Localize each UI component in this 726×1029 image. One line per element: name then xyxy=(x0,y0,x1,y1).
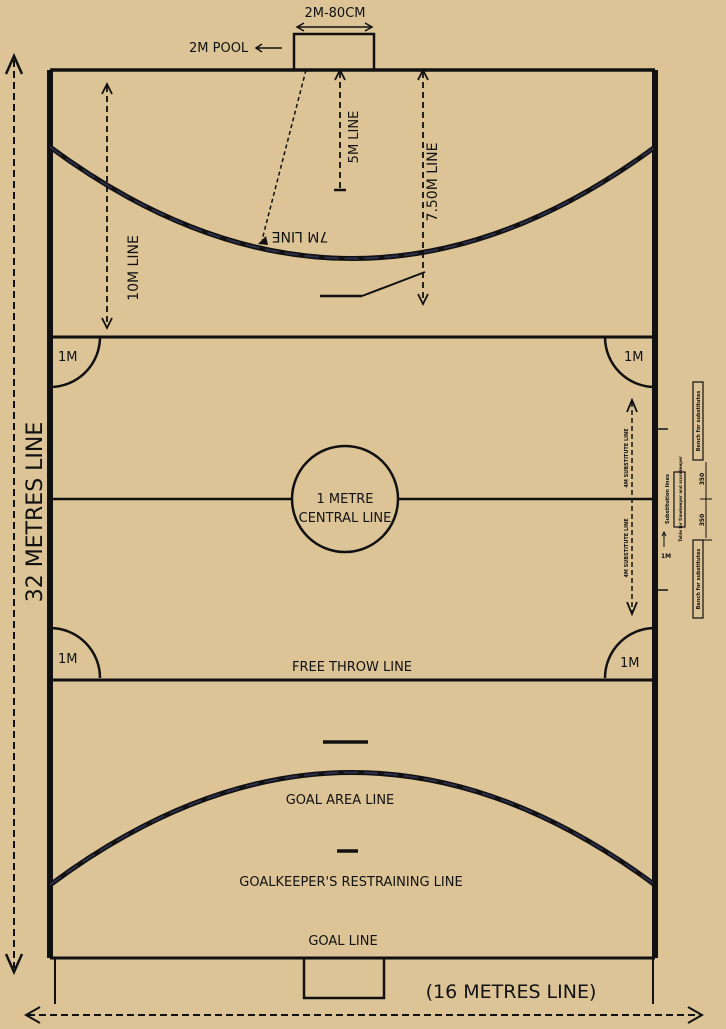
label-2m-pool: 2M POOL xyxy=(189,41,249,56)
label-goal-area-line: GOAL AREA LINE xyxy=(286,793,395,808)
label-officials-table: Table for timekeeper and scorekeeper xyxy=(678,456,683,542)
label-5m-line: 5M LINE xyxy=(347,111,362,164)
bench-top xyxy=(692,381,704,461)
pointer-line-7m xyxy=(261,69,307,241)
label-substitution-lines: Substitution lines xyxy=(665,474,671,524)
label-4m-substitute-upper: 4M SUBSTITUTE LINE xyxy=(624,428,630,488)
pointer-arrowhead-7m xyxy=(258,236,268,245)
dimension-1m-sub xyxy=(661,530,667,547)
corner-arc-top-left xyxy=(49,336,102,389)
label-32-metres-line: 32 METRES LINE xyxy=(23,422,48,603)
lower-goal-area-arc-accent xyxy=(49,771,656,886)
label-bench-top: Bench for substitutes xyxy=(696,391,702,452)
substitution-area: 4M SUBSTITUTE LINE 4M SUBSTITUTE LINE Su… xyxy=(624,381,712,619)
corner-label-top-right: 1M xyxy=(624,350,644,365)
label-2m-80cm: 2M-80CM xyxy=(304,6,365,21)
center-label-line2: CENTRAL LINE xyxy=(299,511,392,526)
dimension-16m xyxy=(23,1006,705,1024)
label-350-bottom: 350 xyxy=(699,514,706,527)
pointer-line-mark xyxy=(361,271,426,297)
label-10m-line: 10M LINE xyxy=(126,235,142,301)
dimension-32m xyxy=(4,52,24,976)
bench-bottom xyxy=(692,539,704,619)
label-16-metres-line: (16 METRES LINE) xyxy=(426,981,597,1003)
upper-goal-area-arc-accent xyxy=(49,146,656,260)
center-label-line1: 1 METRE xyxy=(316,492,373,507)
substitution-arrows xyxy=(626,397,638,617)
dimension-2m-80cm xyxy=(295,22,374,32)
dimension-5m xyxy=(334,67,346,192)
corner-label-bottom-left: 1M xyxy=(58,652,78,667)
bottom-goal-box xyxy=(302,956,386,1000)
label-bench-bottom: Bench for substitutes xyxy=(696,549,702,610)
center-circle xyxy=(290,444,400,554)
label-free-throw-line: FREE THROW LINE xyxy=(292,660,412,675)
pool-arrow xyxy=(254,43,282,53)
top-goal-box xyxy=(292,32,376,72)
label-7m-line: 7M LINE xyxy=(272,228,329,244)
label-goalkeeper-restraining-line: GOALKEEPER'S RESTRAINING LINE xyxy=(239,875,462,890)
dimension-750m xyxy=(417,67,429,307)
label-1m-sub: 1M xyxy=(661,553,671,560)
officials-table xyxy=(673,471,686,528)
corner-arc-bottom-left xyxy=(49,626,102,679)
label-350-top: 350 xyxy=(699,473,706,486)
corner-arc-bottom-right xyxy=(603,626,656,679)
corner-arc-top-right xyxy=(603,336,656,389)
label-goal-line: GOAL LINE xyxy=(308,934,377,949)
dimension-10m xyxy=(101,81,113,331)
corner-label-bottom-right: 1M xyxy=(620,656,640,671)
label-750m-line: 7.50M LINE xyxy=(425,143,441,222)
substitution-ticks xyxy=(653,428,668,591)
label-4m-substitute-lower: 4M SUBSTITUTE LINE xyxy=(624,518,630,578)
corner-label-top-left: 1M xyxy=(58,350,78,365)
